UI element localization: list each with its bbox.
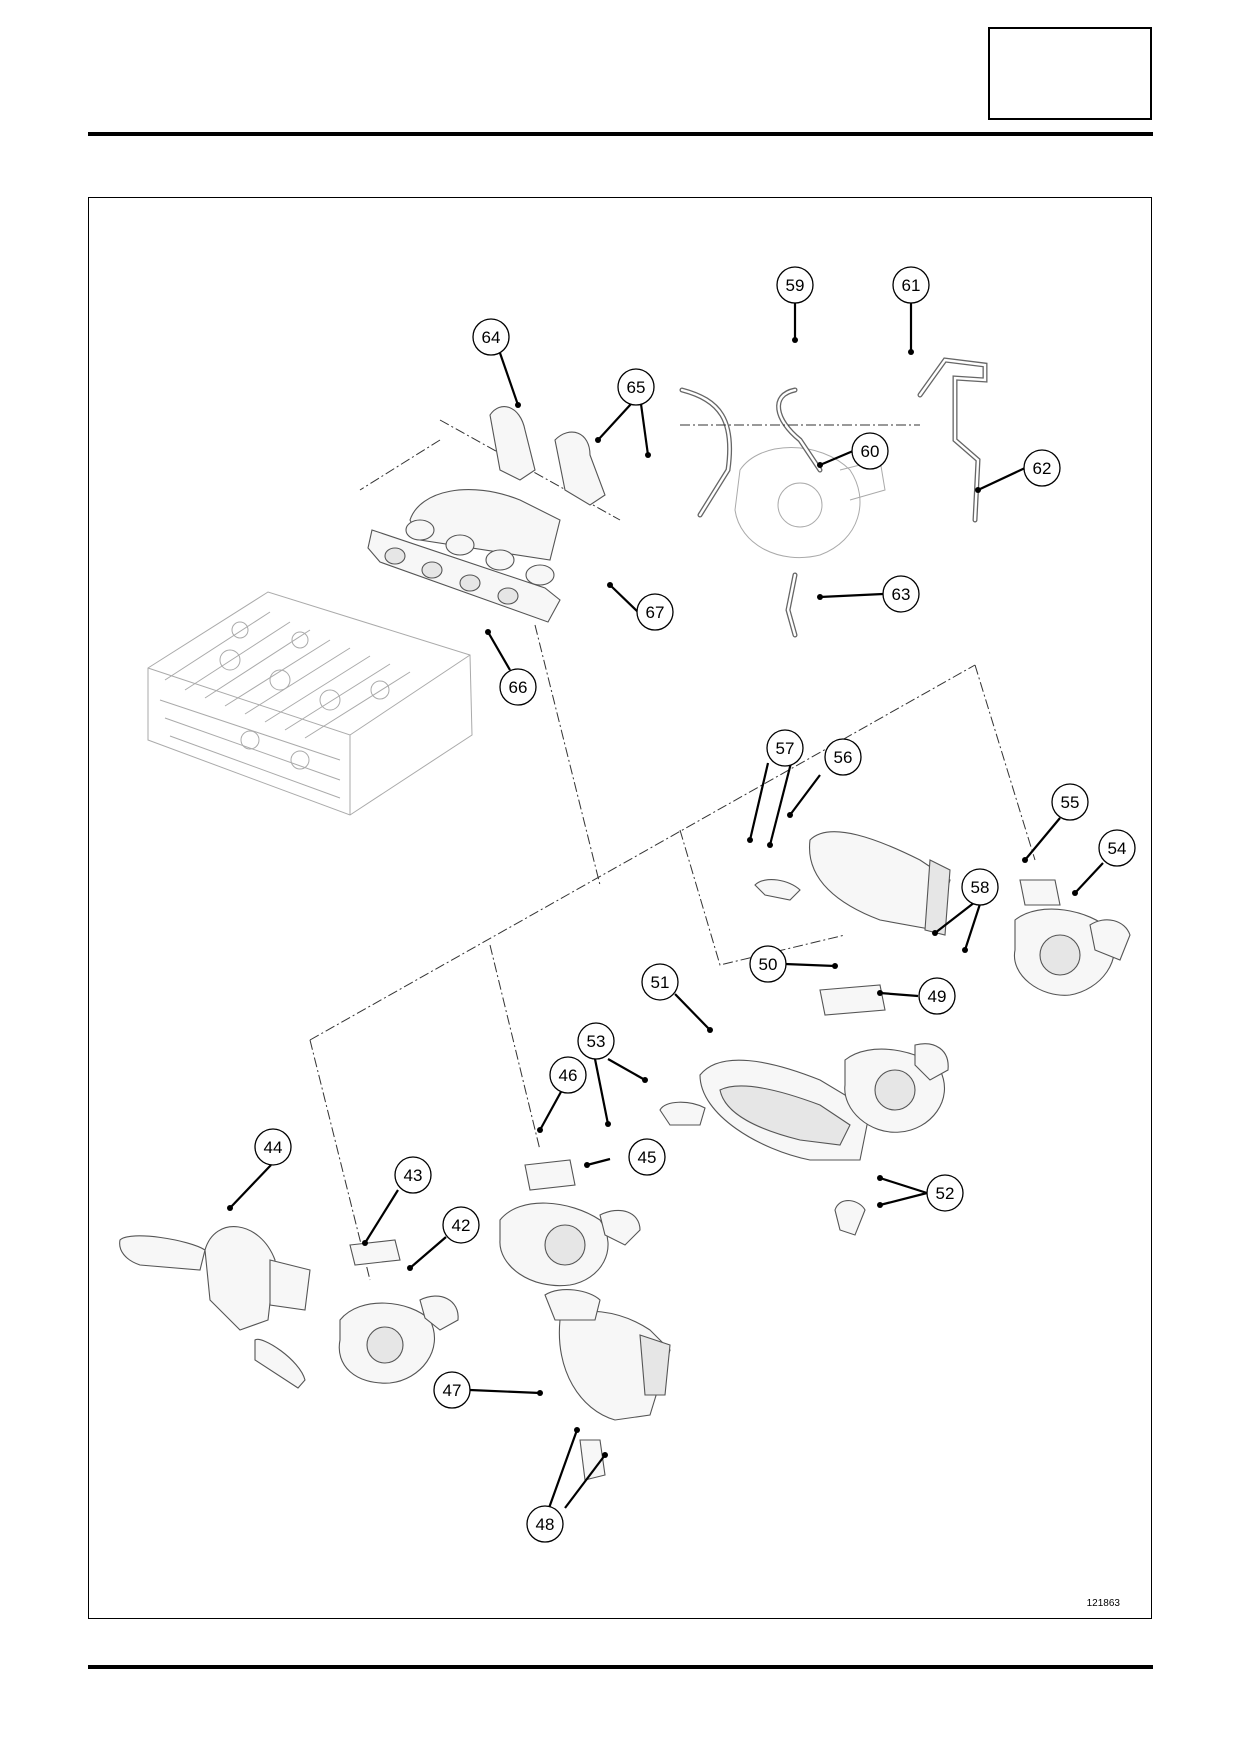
callout-47: 47 — [433, 1371, 471, 1409]
callout-49: 49 — [918, 977, 956, 1015]
svg-text:56: 56 — [834, 748, 853, 767]
svg-text:64: 64 — [482, 328, 501, 347]
cylinder-head — [147, 591, 473, 816]
svg-text:61: 61 — [902, 276, 921, 295]
svg-text:49: 49 — [928, 987, 947, 1006]
svg-text:46: 46 — [559, 1066, 578, 1085]
oil-pipe — [679, 357, 988, 638]
callout-52: 52 — [926, 1174, 964, 1212]
callout-65: 65 — [617, 368, 655, 406]
callout-58: 58 — [961, 868, 999, 906]
svg-text:65: 65 — [627, 378, 646, 397]
svg-text:50: 50 — [759, 955, 778, 974]
catalytic-converter-middle — [659, 1059, 871, 1236]
catalytic-converter-lower — [544, 1289, 671, 1481]
callout-46: 46 — [549, 1056, 587, 1094]
callout-59: 59 — [776, 266, 814, 304]
svg-text:42: 42 — [452, 1216, 471, 1235]
callout-50: 50 — [749, 945, 787, 983]
figure-reference-number: 121863 — [1086, 1598, 1120, 1609]
callout-57: 57 — [766, 729, 804, 767]
turbocharger-lower-left — [338, 1239, 459, 1384]
svg-text:54: 54 — [1108, 839, 1127, 858]
callout-62: 62 — [1023, 449, 1061, 487]
svg-text:51: 51 — [651, 973, 670, 992]
heat-shield-lower-left — [119, 1226, 311, 1389]
callout-67: 67 — [636, 593, 674, 631]
svg-text:52: 52 — [936, 1184, 955, 1203]
catalytic-converter-upper — [754, 831, 951, 936]
svg-text:47: 47 — [443, 1381, 462, 1400]
turbocharger-middle — [819, 984, 949, 1133]
svg-text:43: 43 — [404, 1166, 423, 1185]
callout-51: 51 — [641, 963, 679, 1001]
callout-60: 60 — [851, 432, 889, 470]
svg-text:57: 57 — [776, 739, 795, 758]
page-corner-box — [988, 27, 1152, 120]
header-rule — [88, 132, 1153, 136]
svg-text:45: 45 — [638, 1148, 657, 1167]
diagram-frame — [88, 197, 1152, 1619]
callout-66: 66 — [499, 668, 537, 706]
callout-53: 53 — [577, 1022, 615, 1060]
svg-text:53: 53 — [587, 1032, 606, 1051]
callout-64: 64 — [472, 318, 510, 356]
svg-text:55: 55 — [1061, 793, 1080, 812]
callout-42: 42 — [442, 1206, 480, 1244]
svg-text:63: 63 — [892, 585, 911, 604]
leader-lines — [227, 302, 1104, 1509]
assembly-guide-lines — [309, 624, 1036, 1281]
callout-48: 48 — [526, 1505, 564, 1543]
callout-45: 45 — [628, 1138, 666, 1176]
svg-text:60: 60 — [861, 442, 880, 461]
callout-55: 55 — [1051, 783, 1089, 821]
svg-text:48: 48 — [536, 1515, 555, 1534]
callout-56: 56 — [824, 738, 862, 776]
turbocharger-right — [1013, 879, 1131, 996]
svg-text:67: 67 — [646, 603, 665, 622]
heat-shield — [489, 406, 606, 506]
callout-61: 61 — [892, 266, 930, 304]
svg-text:44: 44 — [264, 1138, 283, 1157]
callout-43: 43 — [394, 1156, 432, 1194]
svg-text:66: 66 — [509, 678, 528, 697]
footer-rule — [88, 1665, 1153, 1669]
callout-54: 54 — [1098, 829, 1136, 867]
svg-text:59: 59 — [786, 276, 805, 295]
exhaust-manifold — [359, 419, 621, 623]
callout-63: 63 — [882, 575, 920, 613]
svg-text:58: 58 — [971, 878, 990, 897]
callout-44: 44 — [254, 1128, 292, 1166]
turbocharger-lower-middle — [499, 1159, 641, 1287]
svg-text:62: 62 — [1033, 459, 1052, 478]
